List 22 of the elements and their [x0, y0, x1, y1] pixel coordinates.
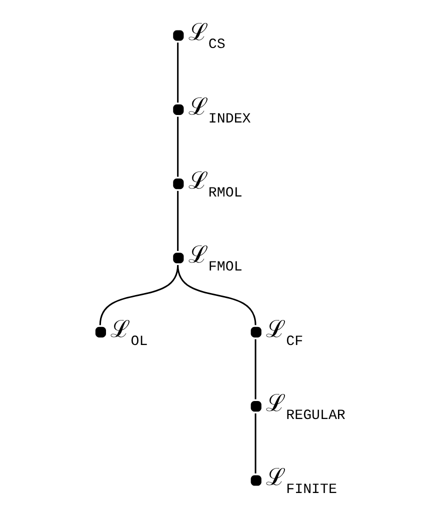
node-label: ℒ$_{CS}$: [188, 20, 226, 54]
connector: [177, 190, 179, 251]
node-label: ℒ$_{RMOL}$: [188, 168, 242, 202]
node-label: ℒ$_{FINITE}$: [266, 465, 337, 498]
node-circle: [173, 178, 184, 190]
node-circle: [173, 104, 184, 115]
node-label: ℒ$_{REGULAR}$: [266, 391, 346, 424]
node-circle: [173, 252, 184, 264]
node-circle: [250, 475, 262, 486]
connector: [254, 413, 256, 474]
connector: [177, 116, 179, 177]
node-label: ℒ$_{INDEX}$: [188, 94, 251, 128]
node-label: ℒ$_{CF}$: [266, 316, 304, 350]
node-circle: [250, 401, 262, 412]
node-label: ℒ$_{OL}$: [110, 316, 148, 350]
node-circle: [250, 326, 262, 338]
connector: [254, 339, 256, 400]
node-label: ℒ$_{FMOL}$: [188, 242, 242, 276]
node-circle: [173, 30, 184, 41]
connector: [177, 42, 179, 103]
node-circle: [95, 326, 106, 338]
connector: [177, 264, 256, 326]
